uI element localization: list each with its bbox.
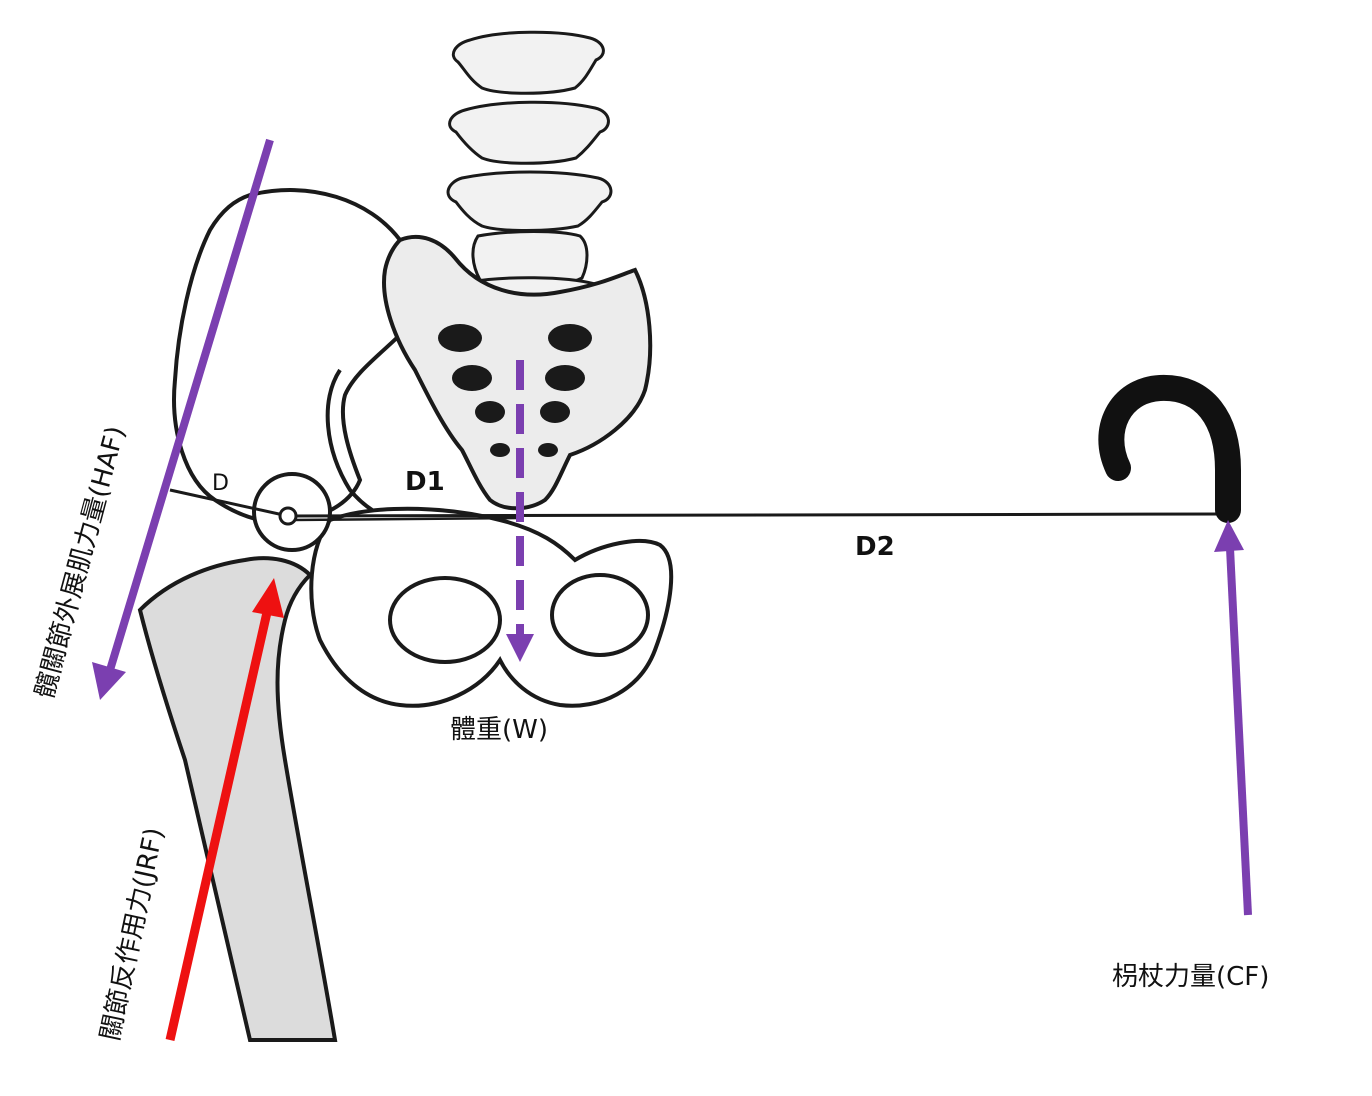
label-weight: 體重(W) — [450, 715, 548, 745]
vertebra-l3 — [446, 170, 613, 232]
lever-line-d2 — [287, 512, 1227, 518]
pivot-point — [278, 506, 298, 526]
lever-arm — [169, 488, 1227, 526]
label-d2: D2 — [855, 532, 895, 562]
vertebra-l1 — [451, 30, 605, 95]
weight-arrow — [506, 360, 534, 662]
cane-handle — [1098, 374, 1241, 523]
sacral-foramina — [438, 324, 592, 457]
jrf-arrow — [165, 578, 284, 1041]
haf-arrow — [92, 138, 274, 700]
lever-line-d — [169, 488, 289, 518]
lever-line-d1 — [291, 516, 521, 522]
right-obturator — [550, 573, 650, 657]
label-d: D — [212, 471, 229, 496]
left-obturator — [388, 576, 502, 664]
vertebra-l2 — [448, 100, 610, 165]
label-cane-force: 枴杖力量(CF) — [1112, 962, 1269, 992]
vertebra-l4 — [471, 230, 589, 289]
label-jrf: 關節反作用力(JRF) — [96, 825, 170, 1043]
cane-force-arrow — [1214, 520, 1252, 916]
pelvis — [172, 188, 674, 708]
femur-shaft — [137, 556, 338, 1042]
left-ilium — [172, 188, 422, 524]
label-d1: D1 — [405, 467, 445, 497]
